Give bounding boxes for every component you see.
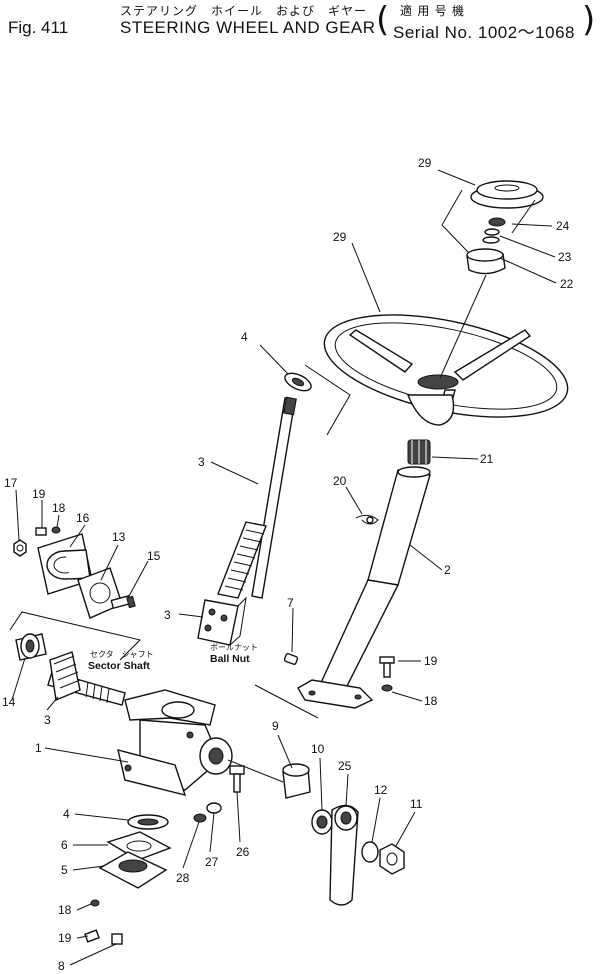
wire-clip [355,514,379,525]
ball-nut [197,596,247,646]
column-bolt [379,656,395,692]
oil-seal [311,809,333,835]
flange-bolt [283,653,299,665]
title-japanese: ステアリング ホイール および ギヤー [120,4,368,18]
pitman-nut [379,843,405,875]
figure-number: Fig. 411 [8,18,69,37]
callout-2: 2 [444,563,451,577]
callout-12: 12 [374,783,388,797]
side-cover [37,533,93,595]
serial-label-japanese: 適 用 号 機 [400,4,466,18]
callout-1: 1 [35,741,42,755]
callout-11: 11 [410,797,423,811]
gear-housing [117,689,233,796]
horn-cap [470,180,544,209]
callout-29-cap: 29 [418,156,432,170]
sector-bearing [15,633,47,661]
serial-close-paren: ) [582,0,596,40]
callout-4-lower: 4 [63,807,70,821]
callout-16: 16 [76,511,90,525]
end-cover-bolt [84,929,100,943]
callout-22: 22 [560,277,574,291]
callout-labels: 29 29 24 23 22 21 20 2 4 3 3 7 19 18 17 … [2,156,574,973]
callout-18-endcover: 18 [58,903,72,917]
steering-wheel [323,314,569,426]
worm-shaft [217,396,297,599]
callout-19-cover: 19 [32,487,46,501]
drain-plug [111,933,123,945]
shim [106,831,172,861]
lock-washer [206,802,222,814]
housing-bolt [229,765,245,793]
callout-6: 6 [61,838,68,852]
lower-bearing [127,814,169,830]
callout-4-upper: 4 [241,330,248,344]
callout-18-cover: 18 [52,501,66,515]
callout-3-worm: 3 [198,455,205,469]
callout-3-sector: 3 [44,713,51,727]
callout-9: 9 [272,719,279,733]
serial-open-paren: ( [376,0,390,40]
pitman-washer [361,841,379,863]
end-cover-washer [90,899,100,907]
callout-3-ballnut: 3 [164,608,171,622]
column-spline [407,439,431,465]
cover-bolt [35,527,47,536]
callout-26: 26 [236,845,250,859]
adjust-screw [110,594,136,610]
upper-bearing [284,372,312,392]
ball-nut-label: Ball Nut [210,653,250,665]
callout-7: 7 [287,596,294,610]
callout-17: 17 [4,476,18,490]
page-title: STEERING WHEEL AND GEAR [120,18,376,37]
callout-25: 25 [338,759,352,773]
cap-spring-parts [482,217,506,244]
callout-29-wheel: 29 [333,230,347,244]
cover-washer [51,526,61,534]
callout-23: 23 [558,250,572,264]
callout-21: 21 [480,452,494,466]
callout-18-column: 18 [424,694,438,708]
steering-column [297,466,431,709]
callout-5: 5 [61,863,68,877]
callout-19-endcover: 19 [58,931,72,945]
callout-15: 15 [147,549,161,563]
ball-nut-label-jp: ボールナット [210,643,258,652]
bushing [282,763,311,799]
end-cover [98,851,168,889]
horn-cup [466,248,506,275]
callout-13: 13 [112,530,126,544]
sector-shaft [47,651,126,706]
callout-10: 10 [311,742,325,756]
cover-nut [13,539,27,557]
callout-20: 20 [333,474,347,488]
serial-range: Serial No. 1002～1068 [393,23,576,42]
sector-shaft-label: Sector Shaft [88,660,150,672]
sector-shaft-label-jp: セクタ シャフト [90,650,154,659]
callout-28: 28 [176,871,190,885]
callout-14: 14 [2,695,16,709]
callout-19-column: 19 [424,654,438,668]
plain-washer [193,813,207,823]
leader-lines [11,169,557,966]
pitman-arm [329,804,359,906]
callout-8: 8 [58,959,65,973]
callout-24: 24 [556,219,570,233]
callout-27: 27 [205,855,219,869]
